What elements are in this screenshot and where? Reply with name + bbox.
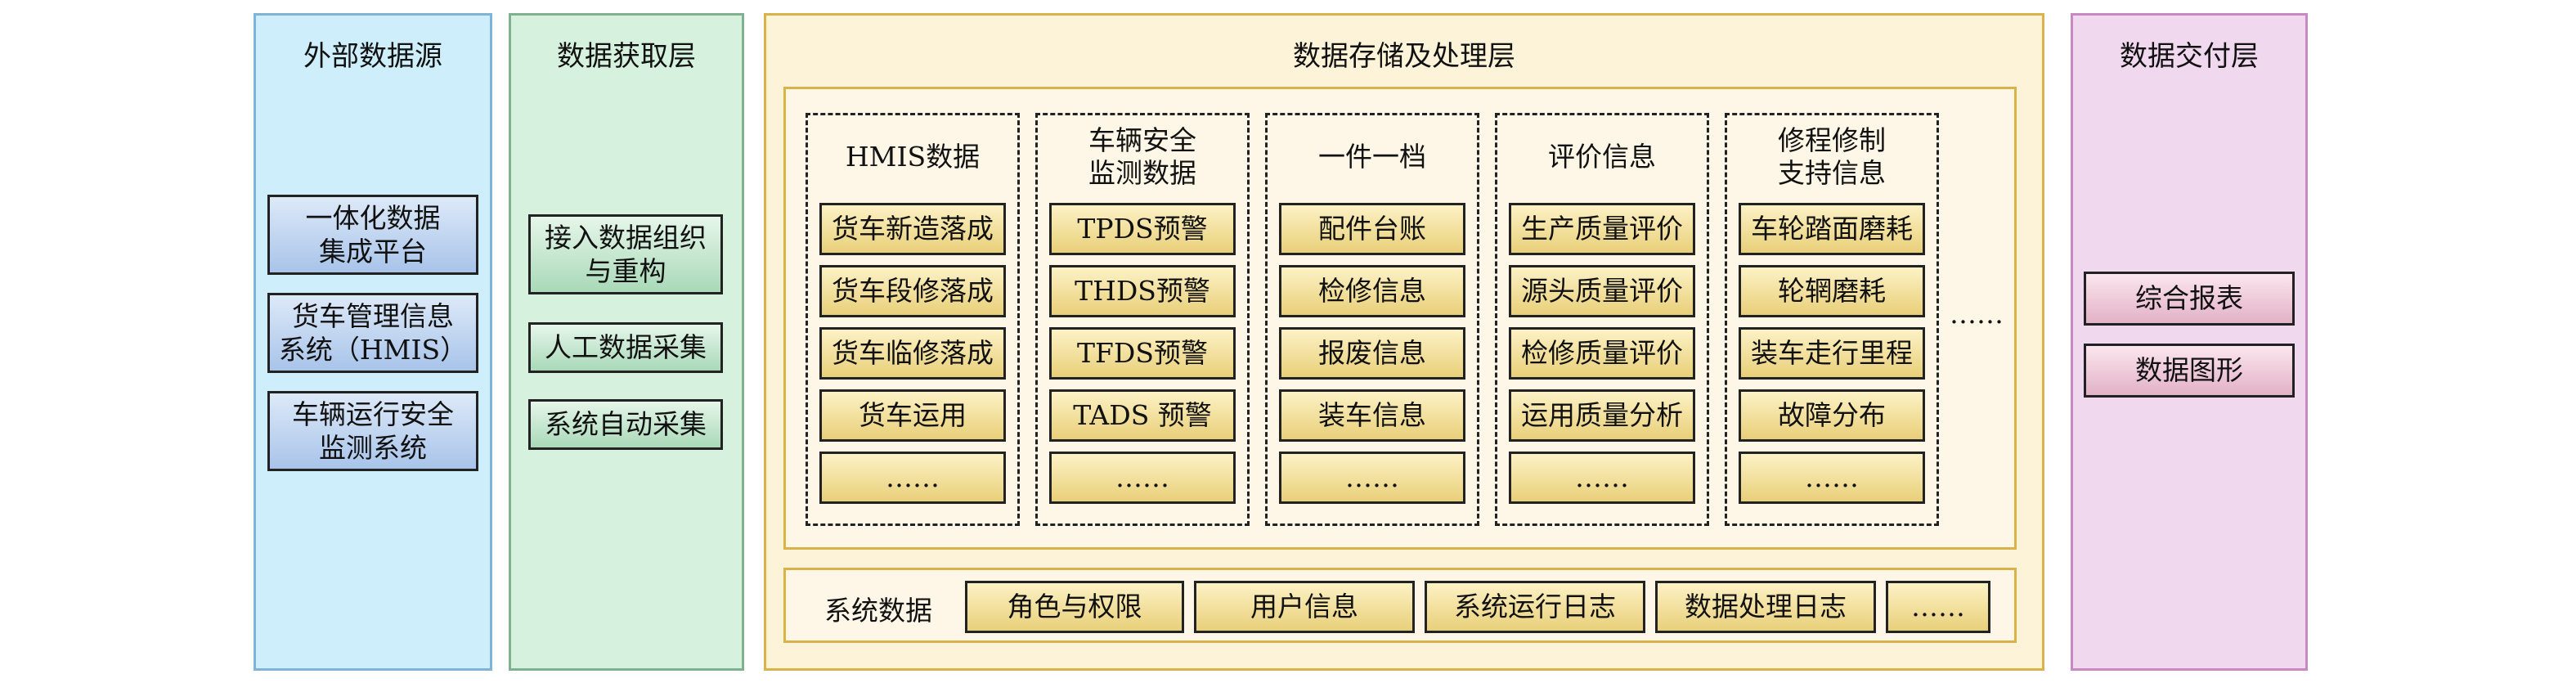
data-item-box: 源头质量评价	[1509, 265, 1695, 317]
data-item-box: 车轮踏面磨耗	[1739, 203, 1925, 255]
data-item-box: ……	[1279, 452, 1465, 504]
acquisition-method-box: 人工数据采集	[528, 322, 723, 373]
external-source-box: 一体化数据 集成平台	[267, 195, 478, 275]
data-group-title: 修程修制 支持信息	[1778, 124, 1886, 189]
data-item-box: 货车新造落成	[819, 203, 1006, 255]
data-item-box: 故障分布	[1739, 389, 1925, 442]
data-item-box: ……	[1739, 452, 1925, 504]
data-item-box: THDS预警	[1049, 265, 1236, 317]
delivery-layer: 数据交付层	[2071, 13, 2308, 671]
data-item-box: 报废信息	[1279, 327, 1465, 380]
data-item-box: 运用质量分析	[1509, 389, 1695, 442]
system-data-box: 用户信息	[1194, 581, 1415, 633]
data-item-box: TADS 预警	[1049, 389, 1236, 442]
data-item-box: ……	[819, 452, 1006, 504]
data-group: 修程修制 支持信息	[1725, 113, 1939, 526]
data-item-box: ……	[1509, 452, 1695, 504]
acquisition-method-box: 接入数据组织 与重构	[528, 214, 723, 294]
data-item-box: 货车临修落成	[819, 327, 1006, 380]
acquisition-method-box: 系统自动采集	[528, 399, 723, 450]
data-group: HMIS数据	[806, 113, 1020, 526]
delivery-output-box: 综合报表	[2084, 272, 2295, 326]
data-item-box: 装车走行里程	[1739, 327, 1925, 380]
system-data-box: ……	[1886, 581, 1990, 633]
data-group-title: HMIS数据	[845, 141, 981, 173]
system-data-box: 数据处理日志	[1655, 581, 1876, 633]
external-source-box: 货车管理信息 系统（HMIS）	[267, 293, 478, 373]
delivery-output-box: 数据图形	[2084, 344, 2295, 398]
external-source-box: 车辆运行安全 监测系统	[267, 391, 478, 471]
storage-layer-title: 数据存储及处理层	[1293, 40, 1515, 73]
data-group-title: 评价信息	[1548, 141, 1656, 173]
data-item-box: 轮辋磨耗	[1739, 265, 1925, 317]
data-item-box: 货车段修落成	[819, 265, 1006, 317]
data-group-title: 一件一档	[1318, 141, 1426, 173]
data-item-box: ……	[1049, 452, 1236, 504]
data-group: 一件一档	[1265, 113, 1479, 526]
external-layer-title: 外部数据源	[303, 40, 442, 73]
data-item-box: 货车运用	[819, 389, 1006, 442]
system-data-box: 系统运行日志	[1425, 581, 1645, 633]
system-data-label: 系统数据	[824, 595, 932, 627]
data-item-box: 检修信息	[1279, 265, 1465, 317]
data-item-box: 配件台账	[1279, 203, 1465, 255]
data-item-box: TFDS预警	[1049, 327, 1236, 380]
data-item-box: TPDS预警	[1049, 203, 1236, 255]
system-data-box: 角色与权限	[965, 581, 1184, 633]
data-item-box: 装车信息	[1279, 389, 1465, 442]
data-item-box: 检修质量评价	[1509, 327, 1695, 380]
data-group-title: 车辆安全 监测数据	[1088, 124, 1196, 189]
data-group: 评价信息	[1495, 113, 1709, 526]
storage-ellipsis: ……	[1950, 298, 2004, 330]
data-group: 车辆安全 监测数据	[1035, 113, 1250, 526]
acquisition-layer-title: 数据获取层	[557, 40, 696, 73]
data-item-box: 生产质量评价	[1509, 203, 1695, 255]
delivery-layer-title: 数据交付层	[2120, 40, 2259, 73]
